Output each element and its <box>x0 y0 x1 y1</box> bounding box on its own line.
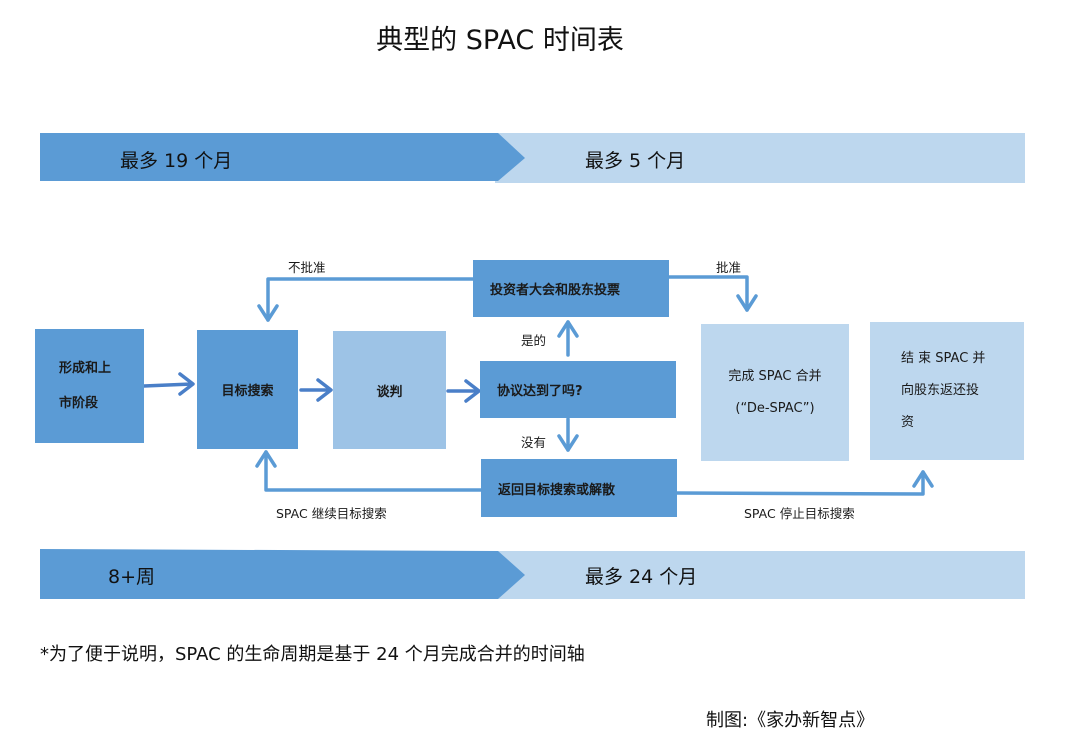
node-complete-merger-line1: 完成 SPAC 合并 <box>728 368 822 384</box>
node-formation: 形成和上 市阶段 <box>35 329 144 443</box>
label-continue-search: SPAC 继续目标搜索 <box>276 506 387 521</box>
node-return-or-dissolve-label: 返回目标搜索或解散 <box>498 482 616 498</box>
node-liquidate-line1: 结 束 SPAC 并 <box>901 351 986 366</box>
bottom-band-shapes <box>40 549 1025 599</box>
arrow-yes <box>557 320 579 357</box>
node-agreement-question-label: 协议达到了吗? <box>497 384 583 399</box>
label-no: 没有 <box>521 435 547 450</box>
label-yes: 是的 <box>521 333 547 348</box>
label-stop-search: SPAC 停止目标搜索 <box>744 506 855 521</box>
node-liquidate-line3: 资 <box>901 415 915 430</box>
arrow-approved <box>666 275 758 312</box>
node-negotiation: 谈判 <box>333 331 446 449</box>
node-return-or-dissolve: 返回目标搜索或解散 <box>481 459 677 517</box>
node-complete-merger-line2: (“De-SPAC”) <box>735 400 815 416</box>
arrow-not-approved <box>257 277 476 322</box>
node-vote: 投资者大会和股东投票 <box>473 260 669 317</box>
arrow-negotiation-to-agreement <box>446 379 481 403</box>
node-formation-line2: 市阶段 <box>59 396 99 411</box>
label-approved: 批准 <box>716 260 742 275</box>
node-vote-label: 投资者大会和股东投票 <box>490 283 621 298</box>
top-band-left-chevron <box>40 133 525 181</box>
node-formation-line1: 形成和上 <box>59 361 112 376</box>
top-band-left-label: 最多 19 个月 <box>120 150 233 172</box>
bottom-timeline-band: 8+周 最多 24 个月 <box>40 549 1025 599</box>
node-agreement-question: 协议达到了吗? <box>480 361 676 418</box>
top-timeline-band: 最多 19 个月 最多 5 个月 <box>40 133 1025 183</box>
arrow-stop-search <box>675 470 934 496</box>
node-liquidate: 结 束 SPAC 并 向股东返还投 资 <box>870 322 1024 460</box>
bottom-band-right-label: 最多 24 个月 <box>585 566 698 588</box>
bottom-band-left-chevron <box>40 549 525 599</box>
credit: 制图:《家办新智点》 <box>706 710 875 731</box>
arrow-search-to-negotiation <box>299 378 333 402</box>
arrow-formation-to-search <box>142 372 195 396</box>
node-liquidate-line2: 向股东返还投 <box>901 383 980 398</box>
footnote: *为了便于说明，SPAC 的生命周期是基于 24 个月完成合并的时间轴 <box>40 644 585 665</box>
arrow-continue-search <box>255 450 483 492</box>
title-text: 典型的 SPAC 时间表 <box>376 25 624 56</box>
node-target-search: 目标搜索 <box>197 330 298 449</box>
top-band-shapes <box>40 133 1025 183</box>
arrow-no <box>557 417 579 452</box>
top-band-right-label: 最多 5 个月 <box>585 150 686 172</box>
bottom-band-right-segment <box>495 551 1025 599</box>
node-negotiation-label: 谈判 <box>376 384 403 400</box>
top-band-right-segment <box>495 133 1025 183</box>
label-not-approved: 不批准 <box>288 260 326 275</box>
bottom-band-left-label: 8+周 <box>108 566 156 588</box>
node-complete-merger: 完成 SPAC 合并 (“De-SPAC”) <box>701 324 849 461</box>
diagram-title: 典型的 SPAC 时间表 <box>0 18 1000 57</box>
node-target-search-label: 目标搜索 <box>221 384 274 399</box>
